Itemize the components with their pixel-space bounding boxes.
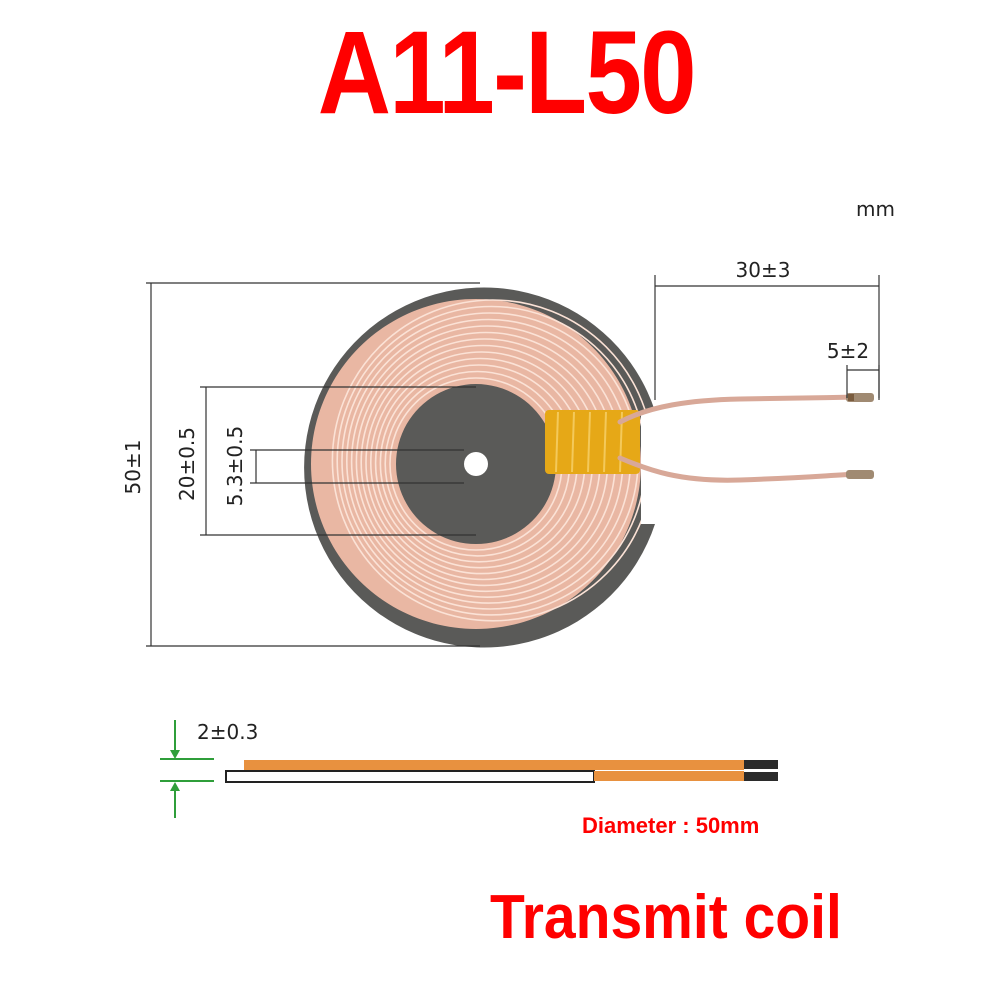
side-terminal-top xyxy=(744,760,778,769)
lead-length-label: 30±3 xyxy=(736,258,791,282)
coil-turns xyxy=(331,299,654,622)
product-title: Transmit coil xyxy=(490,883,842,952)
model-title: A11-L50 xyxy=(317,7,697,139)
side-terminal-bottom xyxy=(744,772,778,781)
coil-leads xyxy=(617,394,861,483)
outer-diameter-dim xyxy=(146,282,480,647)
coil-id-dim xyxy=(200,386,476,536)
side-ferrite xyxy=(225,770,595,783)
lower-lead xyxy=(617,455,861,483)
hole-dim xyxy=(250,449,464,484)
coil-id-label: 20±0.5 xyxy=(175,427,199,501)
lead-strip-dim xyxy=(846,365,880,398)
thickness-label: 2±0.3 xyxy=(197,720,258,744)
diameter-note: Diameter : 50mm xyxy=(582,813,760,838)
side-coil xyxy=(244,760,744,770)
outer-diameter-label: 50±1 xyxy=(121,440,145,495)
lead-terminals xyxy=(846,393,874,479)
lead-strip-label: 5±2 xyxy=(827,339,869,363)
kapton-tape xyxy=(545,410,640,474)
side-view xyxy=(225,760,778,783)
thickness-dim xyxy=(160,720,214,818)
upper-lead xyxy=(617,394,861,425)
units-label: mm xyxy=(856,197,895,221)
lead-length-dim xyxy=(654,275,880,400)
copper-coil xyxy=(310,298,654,629)
side-lead xyxy=(594,771,744,781)
hole-label: 5.3±0.5 xyxy=(223,426,247,506)
center-hole xyxy=(464,452,488,476)
